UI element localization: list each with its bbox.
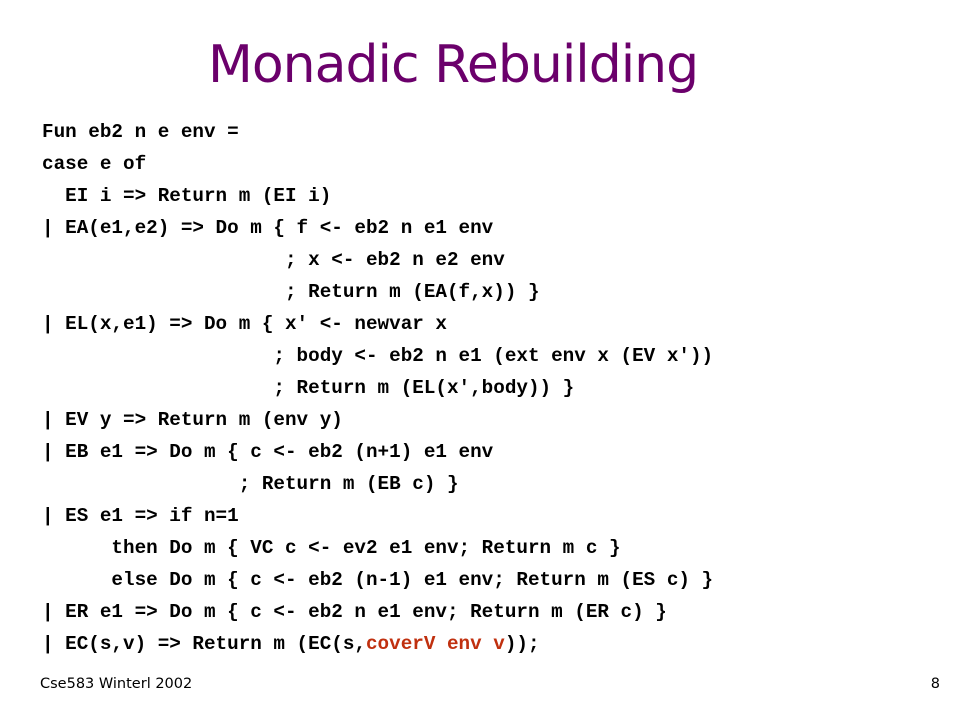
code-line: ; body <- eb2 n e1 (ext env x (EV x')) — [42, 345, 714, 367]
code-highlight: coverV env v — [365, 633, 505, 655]
page-number: 8 — [930, 676, 940, 692]
code-segment: | EC(s,v) => Return m (EC(s, — [42, 633, 366, 655]
code-line: | EL(x,e1) => Do m { x' <- newvar x — [42, 313, 447, 335]
code-line: else Do m { c <- eb2 (n-1) e1 env; Retur… — [42, 569, 714, 591]
code-line: | EV y => Return m (env y) — [42, 409, 343, 431]
code-line-last: | EC(s,v) => Return m (EC(s,coverV env v… — [42, 628, 942, 660]
code-line: then Do m { VC c <- ev2 e1 env; Return m… — [42, 537, 621, 559]
code-segment: )); — [504, 633, 540, 655]
code-line: | ER e1 => Do m { c <- eb2 n e1 env; Ret… — [42, 601, 667, 623]
footer-course-label: Cse583 Winterl 2002 — [40, 676, 193, 692]
slide-title: Monadic Rebuilding — [208, 35, 699, 95]
code-line: ; Return m (EL(x',body)) } — [42, 377, 575, 399]
code-line: | EB e1 => Do m { c <- eb2 (n+1) e1 env — [42, 441, 494, 463]
code-line: | EA(e1,e2) => Do m { f <- eb2 n e1 env — [42, 217, 494, 239]
code-line: ; Return m (EA(f,x)) } — [42, 281, 540, 303]
code-line: case e of — [42, 153, 147, 175]
code-line: | ES e1 => if n=1 — [42, 505, 239, 527]
code-block: Fun eb2 n e env = case e of EI i => Retu… — [42, 116, 942, 660]
code-line: ; x <- eb2 n e2 env — [42, 249, 505, 271]
code-line: Fun eb2 n e env = — [42, 121, 239, 143]
code-line: ; Return m (EB c) } — [42, 473, 459, 495]
code-line: EI i => Return m (EI i) — [42, 185, 332, 207]
